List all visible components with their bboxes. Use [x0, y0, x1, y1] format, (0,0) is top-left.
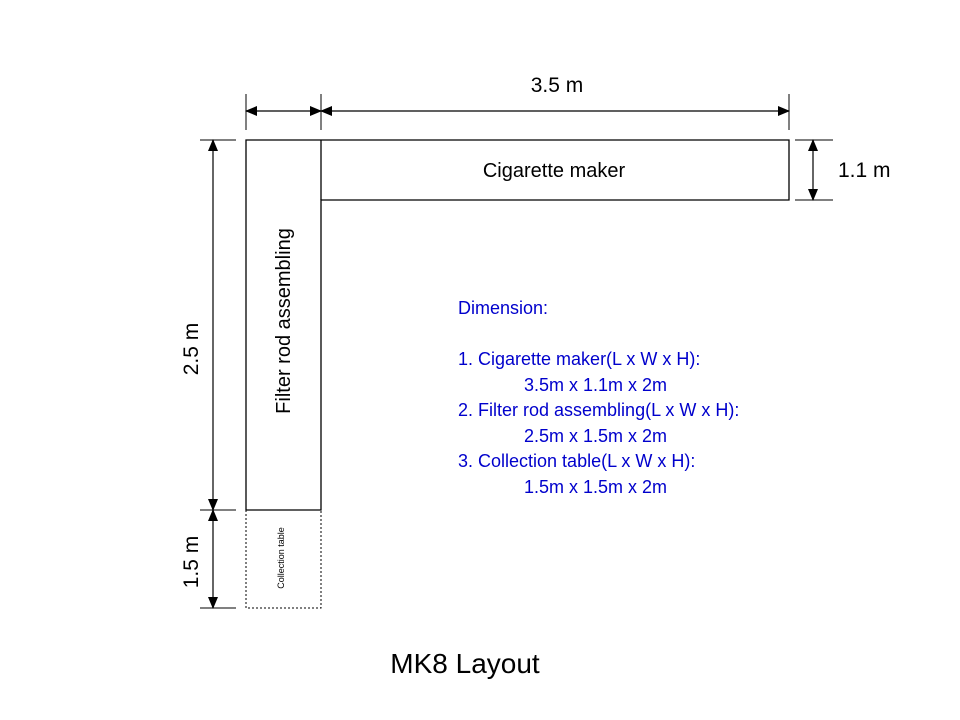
note-item-name: 2. Filter rod assembling(L x W x H): [458, 400, 740, 420]
dimension-label-left-upper: 2.5 m [180, 323, 203, 376]
dimension-label-right-height: 1.1 m [838, 159, 891, 182]
note-item-name: 1. Cigarette maker(L x W x H): [458, 349, 701, 369]
note-item-size: 2.5m x 1.5m x 2m [524, 425, 668, 446]
notes-heading: Dimension: [458, 298, 549, 318]
collection-table-outline [245, 509, 322, 609]
note-item-size: 3.5m x 1.1m x 2m [524, 374, 668, 395]
note-item-name: 3. Collection table(L x W x H): [458, 451, 696, 471]
layout-title: MK8 Layout [390, 648, 540, 679]
notes-spacer [458, 322, 818, 348]
layout-caption: MK8 Layout [0, 648, 960, 680]
note-item-size: 1.5m x 1.5m x 2m [524, 476, 668, 497]
filter-rod-label: Filter rod assembling [273, 228, 295, 414]
collection-table-label: Collection table [276, 527, 286, 589]
cigarette-maker-label: Cigarette maker [483, 160, 626, 182]
dimension-notes: Dimension: 1. Cigarette maker(L x W x H)… [458, 296, 818, 500]
dimension-label-top-width: 3.5 m [531, 74, 584, 97]
dimension-label-left-lower: 1.5 m [180, 536, 203, 589]
